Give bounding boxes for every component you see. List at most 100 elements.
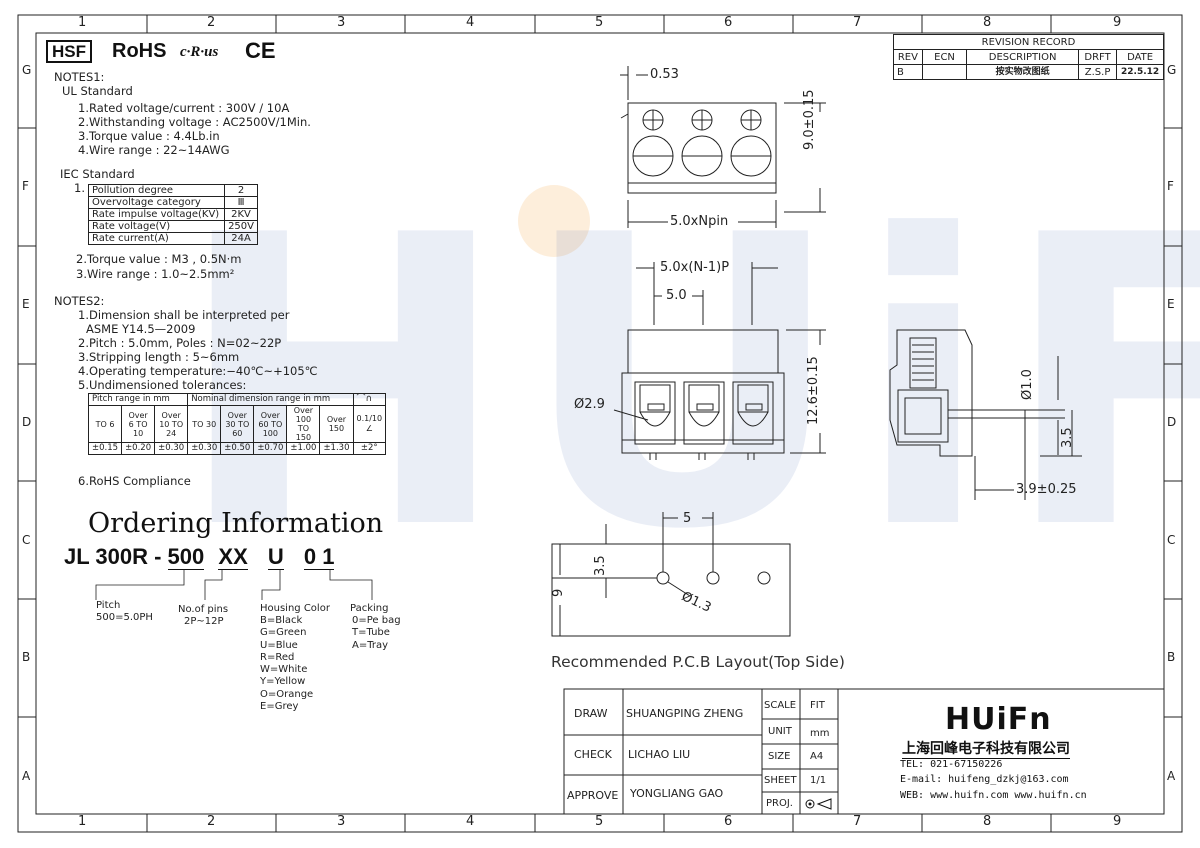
approve-name: YONGLIANG GAO <box>630 787 724 800</box>
pitch-label: Pitch <box>96 600 121 611</box>
revision-cell: 按实物改图纸 <box>966 64 1079 80</box>
pcb-caption: Recommended P.C.B Layout(Top Side) <box>551 653 845 671</box>
revision-cell: 22.5.12 <box>1116 64 1164 80</box>
iec-standard-title: IEC Standard <box>60 167 135 181</box>
draw-name: SHUANGPING ZHENG <box>626 707 744 720</box>
dim-span: 5.0x(N-1)P <box>660 260 730 275</box>
grid-col-label: 9 <box>1113 814 1122 829</box>
proj-label: PROJ. <box>766 798 793 809</box>
grid-col-label: 5 <box>595 814 604 829</box>
company-tel: TEL: 021-67150226 <box>900 759 1003 770</box>
color-option: U=Blue <box>260 639 298 651</box>
packing-option: A=Tray <box>352 639 389 651</box>
draw-label: DRAW <box>574 707 608 720</box>
code-pitch: 500 <box>167 544 205 570</box>
grid-row-label: F <box>22 179 29 193</box>
grid-col-label: 7 <box>853 15 862 30</box>
notes2-item: ASME Y14.5—2009 <box>86 322 196 336</box>
grid-row-label: E <box>1167 297 1175 311</box>
scale-label: SCALE <box>764 700 797 711</box>
size-label: SIZE <box>768 751 791 762</box>
iec-index: 1. <box>74 181 85 195</box>
iec-cell: 24A <box>224 232 258 245</box>
grid-col-label: 7 <box>853 814 862 829</box>
tol-col: Over 100 TO 150 <box>286 405 321 443</box>
ordering-code: JL 300R - 500 XX U 0 1 <box>64 544 335 570</box>
color-option: O=Orange <box>260 688 314 700</box>
color-option: E=Grey <box>260 701 299 713</box>
grid-row-label: C <box>22 533 31 547</box>
grid-col-label: 1 <box>78 15 87 30</box>
dim-side-depth: 3.9±0.25 <box>1016 482 1077 497</box>
dim-pcb-pitch: 5 <box>683 511 692 526</box>
grid-row-label: B <box>22 650 31 664</box>
tol-col: Over 150 <box>319 405 354 443</box>
tolerance-value: ±0.30 <box>187 442 222 455</box>
company-web: WEB: www.huifn.com www.huifn.cn <box>900 790 1087 801</box>
color-option: W=White <box>260 664 308 676</box>
tolerance-value: ±1.00 <box>286 442 321 455</box>
watermark-dot <box>518 185 590 257</box>
sheet-label: SHEET <box>764 775 797 786</box>
grid-col-label: 3 <box>337 15 346 30</box>
angle-sign: ∠ <box>365 424 373 433</box>
color-option: B=Black <box>260 615 303 626</box>
grid-col-label: 3 <box>337 814 346 829</box>
iec-item-3: 3.Wire range : 1.0~2.5mm² <box>76 267 235 281</box>
code-color: U <box>267 544 284 570</box>
tolerance-value: ±0.50 <box>220 442 255 455</box>
packing-label: Packing <box>350 603 389 614</box>
company-logo: HUiFn <box>945 702 1052 737</box>
code-packing: 0 1 <box>303 544 335 570</box>
ce-logo: CE <box>245 38 276 63</box>
dim-width: 5.0xNpin <box>670 214 729 229</box>
grid-col-label: 5 <box>595 15 604 30</box>
grid-col-label: 2 <box>207 15 216 30</box>
rohs-logo: RoHS <box>112 40 167 62</box>
dim-top-offset: 0.53 <box>650 67 679 82</box>
notes2-item: 2.Pitch : 5.0mm, Poles : N=02~22P <box>78 336 282 350</box>
grid-col-label: 9 <box>1113 15 1122 30</box>
grid-row-label: D <box>22 415 32 429</box>
revision-cell: Z.S.P <box>1077 64 1118 80</box>
iec-cell: Rate current(A) <box>87 232 226 245</box>
grid-col-label: 1 <box>78 814 87 829</box>
grid-row-label: E <box>22 297 30 311</box>
sheet-value: 1/1 <box>810 775 827 786</box>
pins-label: No.of pins <box>178 604 229 615</box>
tol-col: TO 6 <box>87 405 123 443</box>
ul-item-1: 1.Rated voltage/current : 300V / 10A <box>78 101 290 115</box>
ordering-title: Ordering Information <box>88 508 384 539</box>
top-view-body <box>627 102 777 194</box>
color-option: Y=Yellow <box>260 676 306 688</box>
grid-row-label: B <box>1167 650 1176 664</box>
ul-item-2: 2.Withstanding voltage : AC2500V/1Min. <box>78 115 311 129</box>
notes2-item: 3.Stripping length : 5~6mm <box>78 350 240 364</box>
color-option: R=Red <box>260 651 295 663</box>
rohs-compliance: 6.RoHS Compliance <box>78 474 191 488</box>
grid-row-label: C <box>1167 533 1176 547</box>
tolerance-value: ±2° <box>352 442 387 455</box>
grid-row-label: A <box>22 769 31 783</box>
approve-label: APPROVE <box>567 789 619 802</box>
color-option: G=Green <box>260 627 307 639</box>
grid-col-label: 6 <box>724 15 733 30</box>
tolerance-table: Pitch range in mm Nominal dimension rang… <box>87 393 387 455</box>
grid-col-label: 8 <box>983 15 992 30</box>
notes2-item: 5.Undimensioned tolerances: <box>78 378 247 392</box>
unit-label: UNIT <box>768 726 792 737</box>
iec-item-2: 2.Torque value : M3 , 0.5N·m <box>76 252 242 266</box>
ul-item-3: 3.Torque value : 4.4Lb.in <box>78 129 220 143</box>
grid-row-label: D <box>1167 415 1177 429</box>
color-label: Housing Color <box>260 603 330 614</box>
top-view-screws <box>632 109 772 177</box>
unit-value: mm <box>810 728 830 739</box>
grid-col-label: 8 <box>983 814 992 829</box>
company-email: E-mail: huifeng_dzkj@163.com <box>900 774 1069 785</box>
grid-col-label: 2 <box>207 814 216 829</box>
notes2-item: 4.Operating temperature:−40℃~+105℃ <box>78 364 318 378</box>
code-pins: XX <box>218 544 248 570</box>
